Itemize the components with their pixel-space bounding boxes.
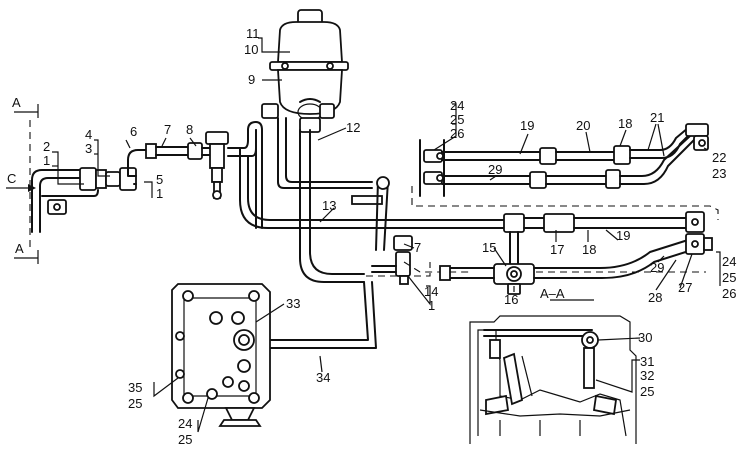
label-34: 34 bbox=[316, 370, 330, 385]
label-4: 4 bbox=[85, 127, 92, 142]
label-17: 17 bbox=[550, 242, 564, 257]
label-5: 5 bbox=[156, 172, 163, 187]
reference-numbers: 2 1 4 3 5 1 6 7 8 11 10 9 12 13 7 14 1 1… bbox=[43, 26, 736, 447]
label-16: 16 bbox=[504, 292, 518, 307]
brake-valve-block bbox=[171, 283, 271, 427]
label-26-right: 26 bbox=[722, 286, 736, 301]
label-2: 2 bbox=[43, 139, 50, 154]
right-middle-pipes bbox=[399, 211, 713, 295]
leader-lines bbox=[52, 37, 721, 433]
section-aa-inset bbox=[469, 299, 637, 444]
label-21: 21 bbox=[650, 110, 664, 125]
label-26-top: 26 bbox=[450, 126, 464, 141]
label-13: 13 bbox=[322, 198, 336, 213]
label-1-left: 1 bbox=[43, 153, 50, 168]
label-25-top: 25 bbox=[450, 112, 464, 127]
air-chamber bbox=[261, 9, 349, 133]
label-18-mid: 18 bbox=[582, 242, 596, 257]
label-1-c: 1 bbox=[428, 298, 435, 313]
label-29-top: 29 bbox=[488, 162, 502, 177]
label-7-top: 7 bbox=[164, 122, 171, 137]
label-19-top: 19 bbox=[520, 118, 534, 133]
label-9: 9 bbox=[248, 72, 255, 87]
main-pipe bbox=[239, 147, 401, 229]
label-32: 32 bbox=[640, 368, 654, 383]
pipe-12 bbox=[277, 117, 373, 283]
lever-13 bbox=[351, 176, 390, 251]
section-a-marker bbox=[14, 104, 39, 264]
label-24-right: 24 bbox=[722, 254, 736, 269]
label-25-inset: 25 bbox=[640, 384, 654, 399]
label-28: 28 bbox=[648, 290, 662, 305]
label-8: 8 bbox=[186, 122, 193, 137]
label-25-block-left: 25 bbox=[128, 396, 142, 411]
label-1-b: 1 bbox=[156, 186, 163, 201]
dashed-outline-right bbox=[403, 186, 719, 273]
label-3: 3 bbox=[85, 141, 92, 156]
right-upper-pipes bbox=[419, 123, 709, 197]
label-15: 15 bbox=[482, 240, 496, 255]
label-33: 33 bbox=[286, 296, 300, 311]
section-a-bottom-label: A bbox=[15, 241, 24, 256]
label-10: 10 bbox=[244, 42, 258, 57]
section-aa-label: A–A bbox=[540, 286, 565, 301]
label-25-right: 25 bbox=[722, 270, 736, 285]
label-22: 22 bbox=[712, 150, 726, 165]
view-c-label: C bbox=[7, 171, 16, 186]
label-20: 20 bbox=[576, 118, 590, 133]
label-30: 30 bbox=[638, 330, 652, 345]
label-14: 14 bbox=[424, 284, 438, 299]
label-7-mid: 7 bbox=[414, 240, 421, 255]
label-35: 35 bbox=[128, 380, 142, 395]
label-12: 12 bbox=[346, 120, 360, 135]
label-6: 6 bbox=[130, 124, 137, 139]
section-a-top-label: A bbox=[12, 95, 21, 110]
label-25-block: 25 bbox=[178, 432, 192, 447]
label-27: 27 bbox=[678, 280, 692, 295]
pipe-34 bbox=[261, 262, 431, 349]
inlet-pipe-assembly bbox=[31, 121, 263, 233]
valve-7 bbox=[371, 235, 413, 285]
label-24-top: 24 bbox=[450, 98, 464, 113]
label-19-mid: 19 bbox=[616, 228, 630, 243]
label-29-bottom: 29 bbox=[650, 260, 664, 275]
label-11: 11 bbox=[246, 26, 260, 41]
label-23: 23 bbox=[712, 166, 726, 181]
label-31: 31 bbox=[640, 354, 654, 369]
label-18-top: 18 bbox=[618, 116, 632, 131]
label-24-block: 24 bbox=[178, 416, 192, 431]
